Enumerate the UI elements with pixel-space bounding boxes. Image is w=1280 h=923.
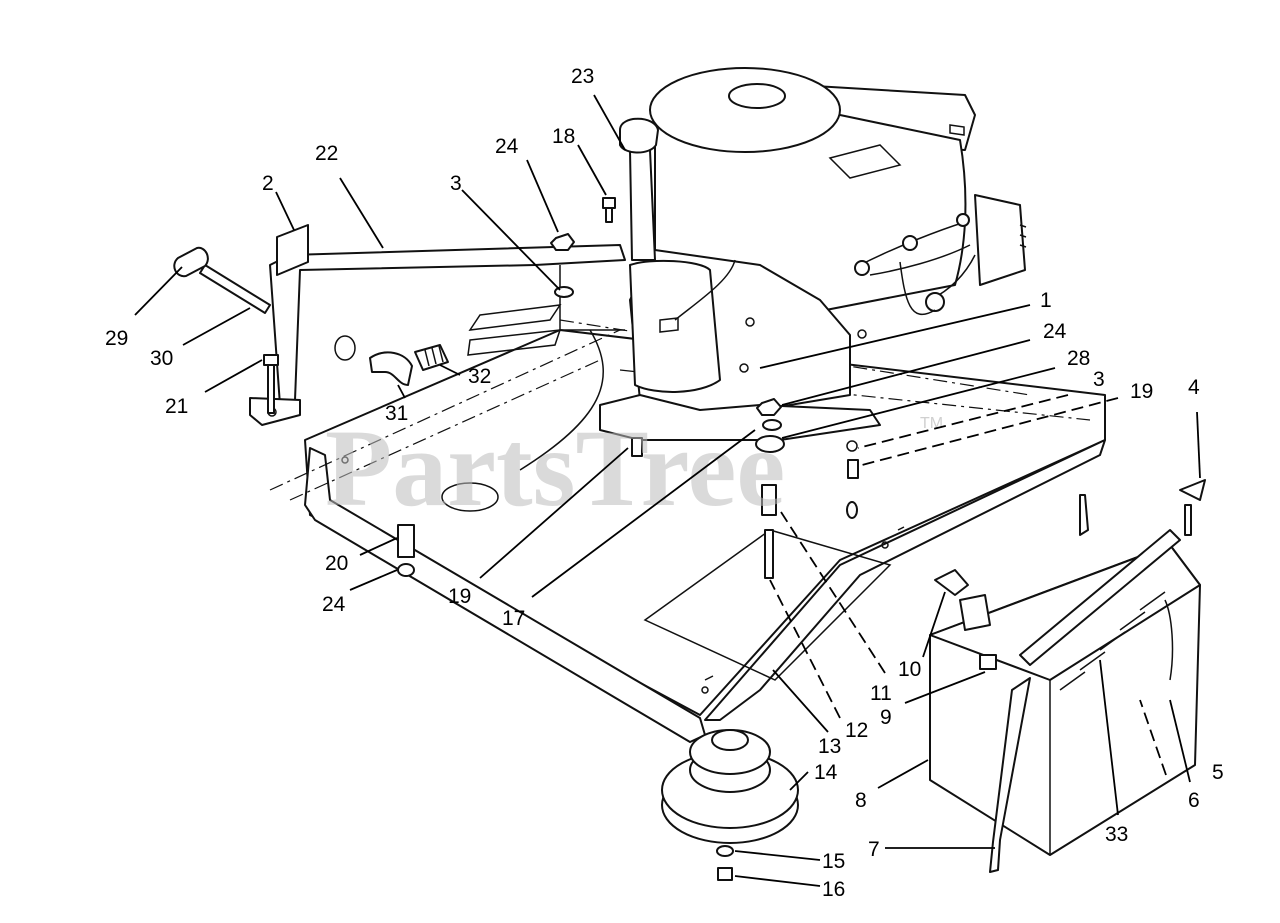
callout-17: 17 bbox=[502, 607, 525, 630]
callout-12: 12 bbox=[845, 719, 868, 742]
leader-lines bbox=[134, 94, 1201, 887]
callout-21: 21 bbox=[165, 395, 188, 418]
callout-5: 5 bbox=[1212, 761, 1224, 784]
decal-tag bbox=[276, 224, 309, 276]
bracket-hardware bbox=[550, 197, 616, 298]
callout-18: 18 bbox=[552, 125, 575, 148]
pin-and-sleeve bbox=[173, 246, 271, 314]
callout-33: 33 bbox=[1105, 823, 1128, 846]
callout-15: 15 bbox=[822, 850, 845, 873]
callout-3: 3 bbox=[450, 172, 462, 195]
engine bbox=[599, 67, 1027, 441]
callout-10: 10 bbox=[898, 658, 921, 681]
watermark-text: PartsTree bbox=[325, 407, 785, 529]
callout-labels: 29 30 2 22 21 3 24 18 23 32 31 1 24 28 3… bbox=[105, 65, 1224, 901]
callout-31: 31 bbox=[385, 402, 408, 425]
callout-16: 16 bbox=[822, 878, 845, 901]
bolt-21 bbox=[263, 354, 279, 414]
callout-2: 2 bbox=[262, 172, 274, 195]
pulley bbox=[661, 729, 799, 881]
callout-24-spacer: 24 bbox=[322, 593, 346, 616]
callout-9: 9 bbox=[880, 706, 892, 729]
callout-13: 13 bbox=[818, 735, 841, 758]
callout-6: 6 bbox=[1188, 789, 1200, 812]
callout-32: 32 bbox=[468, 365, 491, 388]
callout-20: 20 bbox=[325, 552, 348, 575]
spacer-20 bbox=[397, 524, 415, 577]
watermark-trademark: TM bbox=[920, 415, 943, 432]
callout-19: 19 bbox=[1130, 380, 1153, 403]
callout-3-engine: 3 bbox=[1093, 368, 1105, 391]
callout-23: 23 bbox=[571, 65, 594, 88]
callout-11: 11 bbox=[870, 682, 892, 705]
callout-7: 7 bbox=[868, 838, 880, 861]
battery bbox=[929, 479, 1206, 873]
callout-30: 30 bbox=[150, 347, 173, 370]
callout-29: 29 bbox=[105, 327, 128, 350]
callout-1: 1 bbox=[1040, 289, 1052, 312]
callout-22: 22 bbox=[315, 142, 338, 165]
callout-24-engine: 24 bbox=[1043, 320, 1067, 343]
callout-14: 14 bbox=[814, 761, 838, 784]
callout-28: 28 bbox=[1067, 347, 1090, 370]
callout-8: 8 bbox=[855, 789, 867, 812]
engine-mount-hardware bbox=[631, 398, 859, 579]
callout-19-frame: 19 bbox=[448, 585, 471, 608]
callout-4: 4 bbox=[1188, 376, 1200, 399]
fuel-fittings bbox=[369, 344, 449, 386]
callout-24: 24 bbox=[495, 135, 519, 158]
